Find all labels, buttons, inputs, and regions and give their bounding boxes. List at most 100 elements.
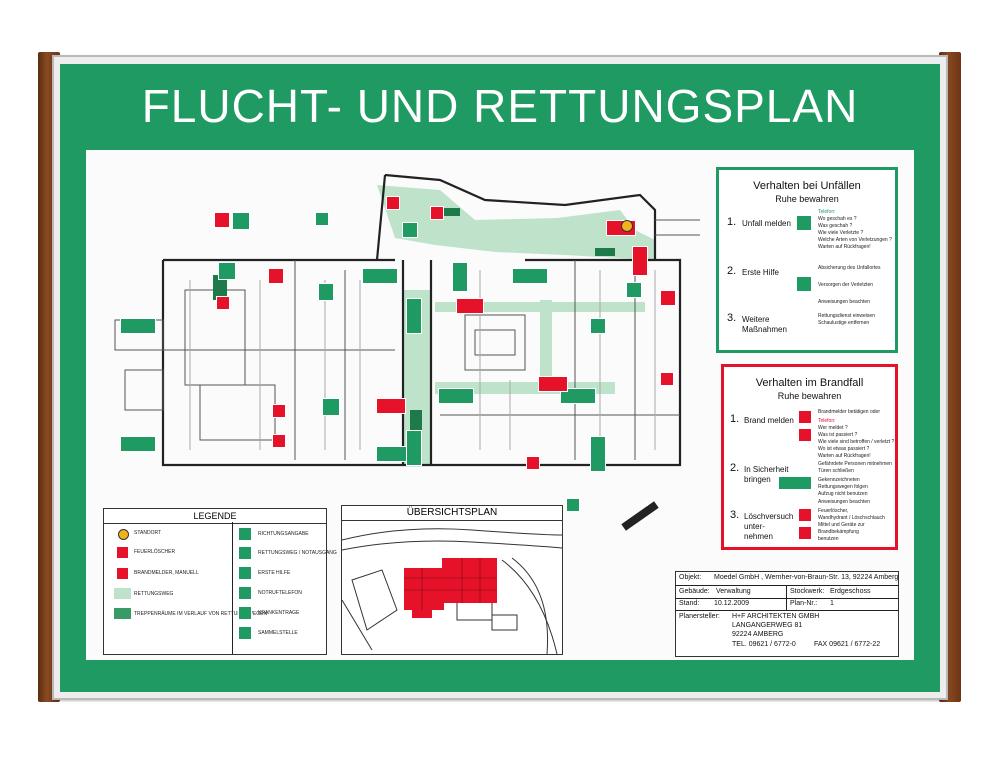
- fire-step-3-label: Löschversuch unter-nehmen: [744, 512, 794, 541]
- fire-step-1-detail: Was ist passiert ?: [818, 432, 858, 438]
- accident-step-2-detail: Versorgen der Verletzten: [818, 282, 874, 288]
- info-objekt: Moedel GmbH , Wernher-von-Braun-Str. 13,…: [714, 574, 899, 581]
- exit-sign-icon: [120, 436, 156, 452]
- legend-exit-icon: [238, 546, 252, 560]
- legend-alarm-icon: [116, 567, 129, 580]
- accident-step-1-detail: Telefon:: [818, 209, 836, 215]
- legend-first-aid-icon: [238, 566, 252, 580]
- exit-sign-icon: [362, 268, 398, 284]
- fire-step-1-num: 1.: [730, 413, 740, 425]
- accident-step-1-num: 1.: [727, 216, 737, 228]
- accident-step-2-label: Erste Hilfe: [742, 268, 779, 277]
- accident-step-1-detail: Welche Arten von Verletzungen ?: [818, 237, 892, 243]
- info-objekt-label: Objekt:: [679, 574, 702, 581]
- accident-panel: Verhalten bei Unfällen Ruhe bewahren: [716, 167, 898, 353]
- extinguisher-icon: [430, 206, 444, 220]
- accident-step-3-detail: Rettungsdienst einweisen: [818, 313, 875, 319]
- info-plan: 1: [830, 600, 834, 607]
- info-planer-label: Planersteller:: [679, 613, 720, 620]
- fire-step-1-detail: Warten auf Rückfragen!: [818, 453, 871, 459]
- fire-step-1-detail: Wo ist etwas passiert ?: [818, 446, 870, 452]
- info-gebaeude: Verwaltung: [716, 588, 751, 595]
- legend-item: RICHTUNGSANGABE: [258, 531, 309, 537]
- plan-title: FLUCHT- UND RETTUNGSPLAN: [141, 80, 859, 132]
- info-planer-line: 92224 AMBERG: [732, 631, 784, 638]
- exit-sign-icon: [778, 476, 812, 490]
- info-gebaeude-label: Gebäude:: [679, 588, 710, 595]
- first-aid-cross-icon: [796, 276, 812, 292]
- exit-sign-icon: [232, 212, 250, 230]
- extinguisher-icon: [268, 268, 284, 284]
- exit-sign-icon: [406, 430, 422, 466]
- fire-step-1-detail: Wer meldet ?: [818, 425, 848, 431]
- extinguisher-icon: [214, 212, 230, 228]
- info-divider: [675, 598, 899, 599]
- legend-item: ERSTE HILFE: [258, 570, 291, 576]
- legend-assembly-icon: [238, 626, 252, 640]
- legend-route-swatch: [114, 588, 131, 599]
- fire-step-2-detail: Anweisungen beachten: [818, 499, 870, 505]
- fire-alarm-icon: [632, 246, 648, 276]
- info-col-divider: [786, 586, 787, 610]
- info-stand: 10.12.2009: [714, 600, 750, 607]
- legend-divider: [232, 522, 233, 654]
- fire-step-2-num: 2.: [730, 462, 740, 474]
- legend-stretcher-icon: [238, 606, 252, 620]
- info-divider: [675, 610, 899, 611]
- legend-direction-icon: [238, 527, 252, 541]
- exit-sign-icon: [590, 436, 606, 472]
- legend-box: LEGENDE: [103, 508, 327, 655]
- fire-step-2-label: In Sicherheit bringen: [744, 465, 789, 484]
- first-aid-icon: [218, 262, 236, 280]
- legend-item: RETTUNGSWEG: [134, 591, 174, 597]
- accident-step-3-label: Weitere Maßnahmen: [742, 315, 787, 334]
- fire-alarm-icon: [526, 456, 540, 470]
- accident-step-2-num: 2.: [727, 265, 737, 277]
- north-label: N: [642, 498, 649, 508]
- info-tel: TEL. 09621 / 6772-0: [732, 641, 796, 648]
- fire-step-3-detail: Wandhydrant / Löschschlauch: [818, 515, 885, 521]
- info-plan-label: Plan-Nr.:: [790, 600, 818, 607]
- fire-step-1-detail: Wie viele sind betroffen / verletzt ?: [818, 439, 895, 445]
- assembly-point-icon: [566, 498, 580, 512]
- legend-item: NOTRUFTELEFON: [258, 590, 302, 596]
- floor-plan: [114, 173, 700, 467]
- phone-icon: [796, 215, 812, 231]
- info-planer-line: H+F ARCHITEKTEN GMBH: [732, 613, 820, 620]
- fire-alarm-icon: [538, 376, 568, 392]
- accident-step-2-detail: Anweisungen beachten: [818, 299, 870, 305]
- fire-step-1-detail: Brandmelder betätigen oder: [818, 409, 880, 415]
- legend-phone-icon: [238, 586, 252, 600]
- legend-item: TREPPENRÄUME IM VERLAUF VON RETTUNGSWEGE…: [134, 611, 268, 617]
- info-stand-label: Stand:: [679, 600, 700, 607]
- overview-map: [342, 528, 562, 654]
- exit-sign-icon: [560, 388, 596, 404]
- info-stockwerk: Erdgeschoss: [830, 588, 871, 595]
- info-divider: [675, 585, 899, 586]
- exit-sign-icon: [438, 388, 474, 404]
- accident-subtitle: Ruhe bewahren: [775, 194, 839, 204]
- overview-title: ÜBERSICHTSPLAN: [342, 506, 562, 521]
- exit-sign-icon: [402, 222, 418, 238]
- hydrant-icon: [798, 526, 812, 540]
- fire-step-3-detail: Mittel und Geräte zur Brandbekämpfung: [818, 522, 865, 535]
- extinguisher-icon: [798, 508, 812, 522]
- fire-step-2-detail: Gefährdete Personen mitnehmen: [818, 461, 892, 467]
- fire-step-3-detail: benutzen: [818, 536, 839, 542]
- assembly-point-icon: [315, 212, 329, 226]
- legend-standort-icon: [118, 529, 129, 540]
- fire-title: Verhalten im Brandfall: [755, 377, 864, 389]
- accident-step-1-detail: Was geschah ?: [818, 223, 853, 229]
- extinguisher-icon: [660, 372, 674, 386]
- fire-alarm-icon: [456, 298, 484, 314]
- extinguisher-icon: [216, 296, 230, 310]
- accident-step-3-num: 3.: [727, 312, 737, 324]
- legend-extinguisher-icon: [116, 546, 129, 559]
- phone-icon: [798, 428, 812, 442]
- legend-title: LEGENDE: [104, 509, 326, 524]
- exit-sign-icon: [406, 298, 422, 334]
- exit-sign-icon: [452, 262, 468, 292]
- fire-step-3-detail: Feuerlöscher,: [818, 508, 849, 514]
- fire-step-3-num: 3.: [730, 509, 740, 521]
- legend-item: RETTUNGSWEG / NOTAUSGANG: [258, 550, 337, 556]
